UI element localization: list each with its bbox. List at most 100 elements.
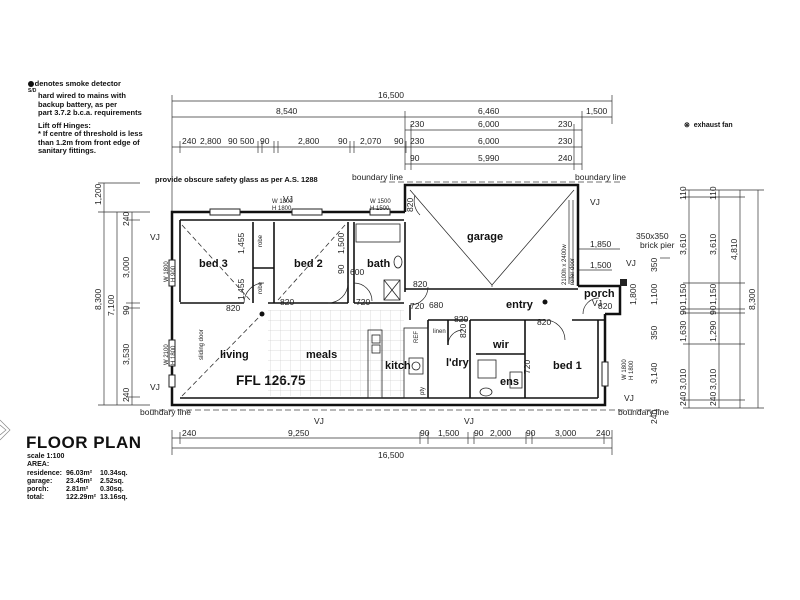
- area-sq: 13.16sq.: [100, 494, 128, 501]
- room-entry: entry: [506, 299, 534, 311]
- robe-label: robe: [258, 281, 264, 294]
- pty-label: pty: [420, 387, 426, 395]
- dim-label: 240: [558, 153, 572, 163]
- area-m2: 122.29m²: [66, 494, 96, 501]
- dim-label: 90: [260, 136, 270, 146]
- dim-label: 3,000: [555, 428, 577, 438]
- door-width: 820: [537, 317, 551, 327]
- boundary-label: boundary line: [618, 407, 669, 417]
- dim-label: 1,850: [590, 239, 612, 249]
- smoke-detector-icon: [259, 311, 265, 317]
- door-width: 680: [429, 300, 443, 310]
- note-line: part 3.7.2 b.c.a. requirements: [38, 108, 142, 117]
- dim-label: 110: [678, 186, 688, 200]
- area-label: residence:: [27, 470, 63, 477]
- dim-label: 1,200: [93, 183, 103, 205]
- dim-label: 500: [240, 136, 254, 146]
- dim-label: 3,000: [121, 256, 131, 278]
- exhaust-label: exhaust fan: [693, 122, 733, 129]
- ref-label: REF: [414, 331, 420, 343]
- area-sq: 10.34sq.: [100, 470, 128, 477]
- room-dim: 90: [336, 264, 346, 274]
- note-line: Lift off Hinges:: [38, 120, 91, 130]
- area-heading: AREA:: [27, 461, 50, 468]
- door-width: 600: [350, 267, 364, 277]
- dimension-text: 16,500 8,540 6,460 1,500 240 2,800 90 50…: [93, 90, 757, 460]
- door-width: 820: [413, 279, 427, 289]
- dim-label: 3,140: [649, 362, 659, 384]
- tiled-floor: [268, 310, 404, 396]
- dim-label: 16,500: [378, 450, 404, 460]
- dim-label: 240: [121, 212, 131, 226]
- boundary-label: boundary line: [352, 172, 403, 182]
- vj-label: VJ: [150, 382, 160, 392]
- note-line: denotes smoke detector: [34, 79, 121, 88]
- roller-door-label: 2100h x 2400w: [562, 244, 568, 285]
- room-kitch: kitch: [385, 360, 411, 372]
- exhaust-fan-icon: ⊗: [684, 122, 690, 129]
- vj-label: VJ: [283, 194, 293, 204]
- brick-pier: [620, 279, 627, 286]
- dim-label: 9,250: [288, 428, 310, 438]
- dim-label: 6,460: [478, 106, 500, 116]
- room-dim: 1,455: [236, 232, 246, 254]
- dim-label: 90: [121, 305, 131, 315]
- garage-roof-lines: [409, 189, 575, 287]
- room-wir: wir: [492, 339, 510, 351]
- room-porch: porch: [584, 288, 615, 300]
- window-size: H 1800: [272, 206, 292, 212]
- linen-label: linen: [433, 329, 446, 335]
- smoke-detector-icon: [28, 81, 34, 87]
- door-width: 720: [356, 297, 370, 307]
- dim-label: 90: [474, 428, 484, 438]
- room-ens: ens: [500, 376, 519, 388]
- area-sq: 2.52sq.: [100, 478, 124, 485]
- room-dim: 1,500: [336, 232, 346, 254]
- dim-label: 2,000: [490, 428, 512, 438]
- vj-label: VJ: [150, 232, 160, 242]
- room-dim: 1,455: [236, 278, 246, 300]
- dim-label: 240: [596, 428, 610, 438]
- dim-label: 3,010: [708, 368, 718, 390]
- dim-label: 90: [394, 136, 404, 146]
- dim-label: 2,800: [298, 136, 320, 146]
- dim-label: 8,300: [747, 288, 757, 310]
- roller-door-label: roller door: [570, 258, 576, 285]
- dim-label: 1,500: [586, 106, 608, 116]
- window-size: W 1800: [622, 359, 628, 380]
- vj-label: VJ: [464, 416, 474, 426]
- vj-label: VJ: [626, 258, 636, 268]
- room-garage: garage: [467, 231, 503, 243]
- dim-label: 240: [678, 392, 688, 406]
- vj-label: VJ: [590, 197, 600, 207]
- note-line: than 1.2m from front edge of: [38, 137, 140, 147]
- boundary-lines: [150, 181, 660, 411]
- door-width: 820: [454, 314, 468, 324]
- vj-label: VJ: [624, 393, 634, 403]
- windows: [168, 208, 609, 388]
- door-swings: [243, 194, 600, 346]
- area-m2: 23.45m²: [66, 478, 93, 485]
- plan-scale: scale 1:100: [27, 453, 65, 460]
- door-width: 820: [226, 303, 240, 313]
- vj-label: VJ: [314, 416, 324, 426]
- smoke-detector-icon: [542, 299, 548, 305]
- dim-label: 4,810: [729, 238, 739, 260]
- plan-notes: provide obscure safety glass as per A.S.…: [140, 172, 675, 417]
- dim-label: 1,290: [708, 320, 718, 342]
- door-width: 720: [522, 360, 532, 374]
- note-line: hard wired to mains with: [38, 91, 126, 100]
- dim-label: 6,000: [478, 119, 500, 129]
- dim-label: 16,500: [378, 90, 404, 100]
- vj-label: VJ: [592, 298, 602, 308]
- room-bed1: bed 1: [553, 360, 582, 372]
- dim-label: 240: [182, 428, 196, 438]
- robe-label: robe: [258, 234, 264, 247]
- dim-label: 3,010: [678, 368, 688, 390]
- dim-label: 350: [649, 326, 659, 340]
- window-size: W 1800: [164, 261, 170, 282]
- window-size: W 2100: [164, 344, 170, 365]
- dim-label: 8,300: [93, 288, 103, 310]
